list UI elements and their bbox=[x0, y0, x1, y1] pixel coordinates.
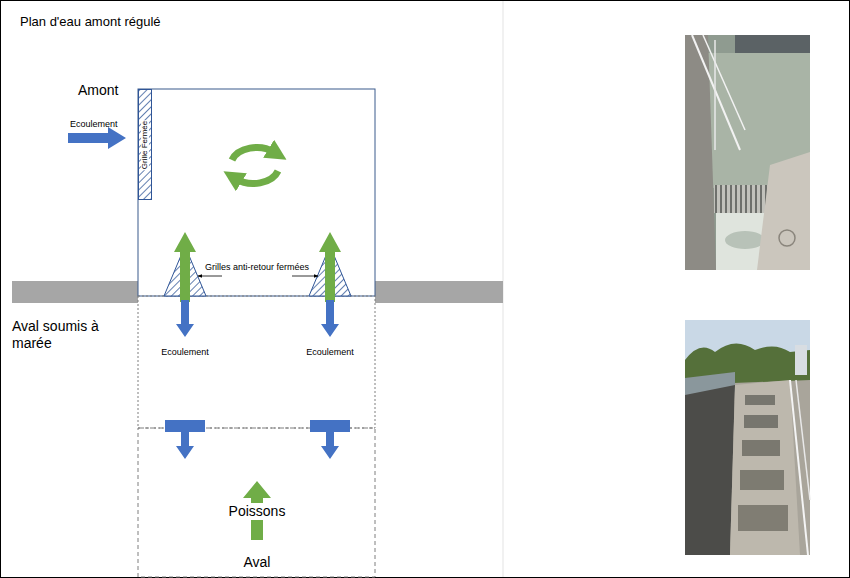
fish-arrow bbox=[174, 232, 196, 302]
dam-wall bbox=[12, 281, 138, 303]
grille-label: Grille Fermée bbox=[141, 119, 149, 169]
closed-grille: Grille Fermée bbox=[138, 89, 152, 200]
outlet-symbol bbox=[310, 420, 350, 432]
photo-manhole bbox=[779, 230, 795, 246]
flow-label: Ecoulement bbox=[161, 341, 209, 359]
photo-concrete bbox=[757, 152, 810, 270]
flow-label: Ecoulement bbox=[161, 347, 209, 358]
flow-arrow bbox=[68, 127, 126, 149]
region-label: Aval soumis à marée bbox=[12, 318, 112, 352]
circulation-symbol bbox=[232, 147, 278, 183]
fishway-photo bbox=[685, 320, 810, 555]
photo-building bbox=[795, 345, 807, 375]
photo-railing bbox=[714, 40, 716, 150]
circulation-arrow bbox=[232, 147, 274, 160]
photo-water bbox=[685, 35, 810, 270]
tidal-zone bbox=[138, 428, 375, 577]
flow-arrow bbox=[176, 432, 194, 459]
fish-arrow bbox=[319, 232, 341, 302]
flow-label: Ecoulement bbox=[70, 119, 118, 130]
photo-pool bbox=[742, 440, 780, 456]
flow-arrow bbox=[176, 300, 194, 337]
leader-line bbox=[198, 276, 222, 277]
photo-fishway bbox=[730, 380, 800, 555]
region-label: Plan d'eau amont régulé bbox=[20, 12, 161, 30]
leader-line bbox=[292, 276, 318, 277]
photo-wall bbox=[685, 385, 735, 555]
region-label: Aval soumis à marée bbox=[12, 318, 112, 352]
outlet-symbol bbox=[165, 420, 350, 459]
flow-arrow bbox=[321, 300, 339, 337]
sluice-photo bbox=[685, 35, 810, 270]
circulation-arrow bbox=[236, 171, 278, 184]
anti-return-grille bbox=[164, 246, 351, 296]
region-label: Amont bbox=[78, 81, 118, 99]
photo-railing bbox=[703, 35, 745, 130]
photo-wall bbox=[685, 35, 716, 270]
dam-wall bbox=[12, 281, 503, 303]
region-label: Amont bbox=[78, 82, 118, 99]
dam-wall bbox=[375, 281, 503, 303]
flow-label: Ecoulement bbox=[70, 113, 118, 131]
photo-pool bbox=[740, 470, 784, 490]
photo-railing bbox=[692, 35, 740, 150]
callout-label: Grilles anti-retour fermées bbox=[205, 262, 309, 273]
upstream-chamber bbox=[138, 89, 375, 296]
fish-label: Poissons bbox=[226, 503, 289, 520]
fish-label: Poissons bbox=[226, 502, 289, 520]
outlet-symbol bbox=[165, 420, 205, 432]
photo-railing bbox=[796, 380, 810, 500]
region-label: Plan d'eau amont régulé bbox=[20, 14, 161, 30]
region-label: Aval bbox=[244, 553, 271, 571]
photo-structure bbox=[735, 35, 810, 53]
photo-pool bbox=[738, 505, 788, 531]
flow-arrow bbox=[321, 432, 339, 459]
flow-label: Ecoulement bbox=[306, 341, 354, 359]
hatch-fill bbox=[139, 90, 151, 199]
photo-pool bbox=[745, 395, 775, 405]
downstream-chamber bbox=[138, 296, 375, 428]
photo-foam bbox=[725, 231, 765, 249]
photo-concrete bbox=[685, 320, 810, 555]
photo-pool bbox=[744, 415, 778, 428]
flow-label: Ecoulement bbox=[306, 347, 354, 358]
callout-label: Grilles anti-retour fermées bbox=[205, 256, 309, 274]
region-label: Aval bbox=[244, 554, 271, 571]
